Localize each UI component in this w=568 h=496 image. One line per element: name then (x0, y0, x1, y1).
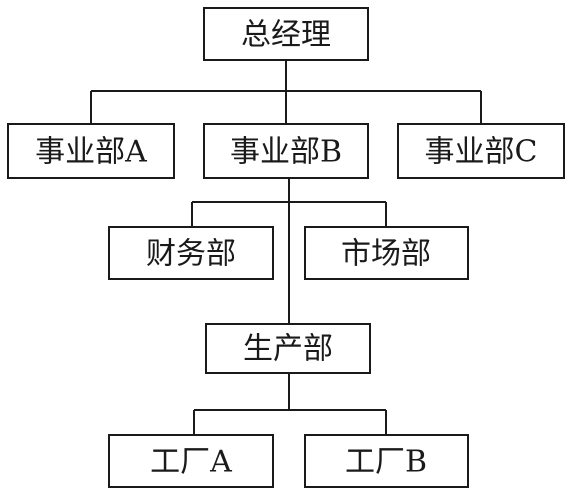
node-production: 生产部 (205, 323, 371, 374)
node-marketing: 市场部 (304, 226, 469, 280)
node-marketing-label: 市场部 (341, 237, 431, 272)
node-division-a: 事业部A (7, 123, 175, 179)
node-finance-label: 财务部 (146, 237, 236, 272)
node-division-b-box (203, 123, 369, 179)
node-ceo: 总经理 (203, 7, 369, 61)
node-division-c-box (397, 123, 565, 179)
node-division-c-label: 事业部C (425, 135, 538, 170)
node-factory-a-label: 工厂A (150, 445, 232, 480)
node-production-box (205, 323, 371, 374)
node-finance-box (108, 226, 274, 280)
node-factory-a: 工厂A (108, 434, 274, 488)
node-division-b: 事业部B (203, 123, 369, 179)
node-division-a-box (7, 123, 175, 179)
node-division-a-label: 事业部A (35, 135, 147, 170)
node-factory-b-box (304, 434, 469, 488)
node-production-label: 生产部 (243, 332, 333, 367)
node-factory-b-label: 工厂B (345, 445, 427, 480)
node-factory-a-box (108, 434, 274, 488)
node-division-b-label: 事业部B (230, 135, 342, 170)
node-factory-b: 工厂B (304, 434, 469, 488)
node-marketing-box (304, 226, 469, 280)
node-ceo-box (203, 7, 369, 61)
node-ceo-label: 总经理 (241, 18, 331, 53)
node-division-c: 事业部C (397, 123, 565, 179)
node-finance: 财务部 (108, 226, 274, 280)
connectors (90, 60, 482, 435)
